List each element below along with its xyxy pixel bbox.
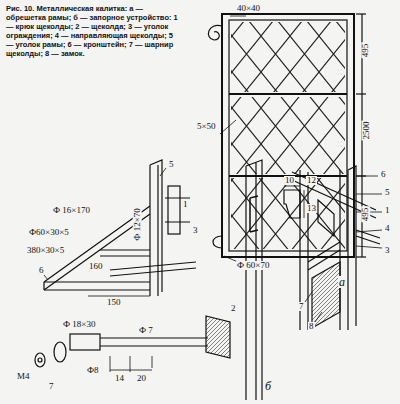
callout-number: 5 <box>168 160 175 169</box>
dimension-label: 14 <box>114 374 125 383</box>
callout-number: 6 <box>380 170 387 179</box>
dimension-label: Ф 18×30 <box>62 320 96 329</box>
dimension-label: Ф 7 <box>138 326 154 335</box>
view-letter: б <box>264 380 272 392</box>
dimension-label: 40×40 <box>236 4 261 13</box>
view-letter: а <box>338 276 346 288</box>
dimension-label: 495 <box>361 43 370 59</box>
dimension-label: Ф60×30×5 <box>28 228 70 237</box>
callout-number: 4 <box>384 224 391 233</box>
figure-caption: Рис. 10. Металлическая калитка: а — обре… <box>6 4 182 58</box>
callout-number: 1 <box>182 200 189 209</box>
dimension-label: 5×50 <box>196 122 217 131</box>
dimension-label: Ф 12×70 <box>133 207 142 241</box>
dimension-label: Ф 60×70 <box>236 261 270 270</box>
callout-number: 8 <box>308 322 315 331</box>
dimension-label: 495 <box>361 207 370 223</box>
dimension-label: 13 <box>306 204 317 213</box>
callout-number: 5 <box>384 188 391 197</box>
callout-number: 3 <box>384 246 391 255</box>
dimension-label: 150 <box>106 298 122 307</box>
dimension-label: 2500 <box>362 121 371 141</box>
callout-number: 2 <box>230 304 237 313</box>
callout-number: 7 <box>298 302 305 311</box>
dimension-label: 380×30×5 <box>26 246 65 255</box>
dimension-label: Ф 16×170 <box>52 206 91 215</box>
dimension-label: Ф8 <box>86 366 100 375</box>
dimension-label: 10 <box>284 176 295 185</box>
callout-number: 3 <box>192 226 199 235</box>
dimension-label: 12 <box>306 176 317 185</box>
dimension-label: 20 <box>136 374 147 383</box>
dimension-label: М4 <box>16 372 31 381</box>
callout-number: 1 <box>384 206 391 215</box>
callout-number: 7 <box>48 382 55 391</box>
dimension-label: 160 <box>88 262 104 271</box>
callout-number: 6 <box>38 266 45 275</box>
